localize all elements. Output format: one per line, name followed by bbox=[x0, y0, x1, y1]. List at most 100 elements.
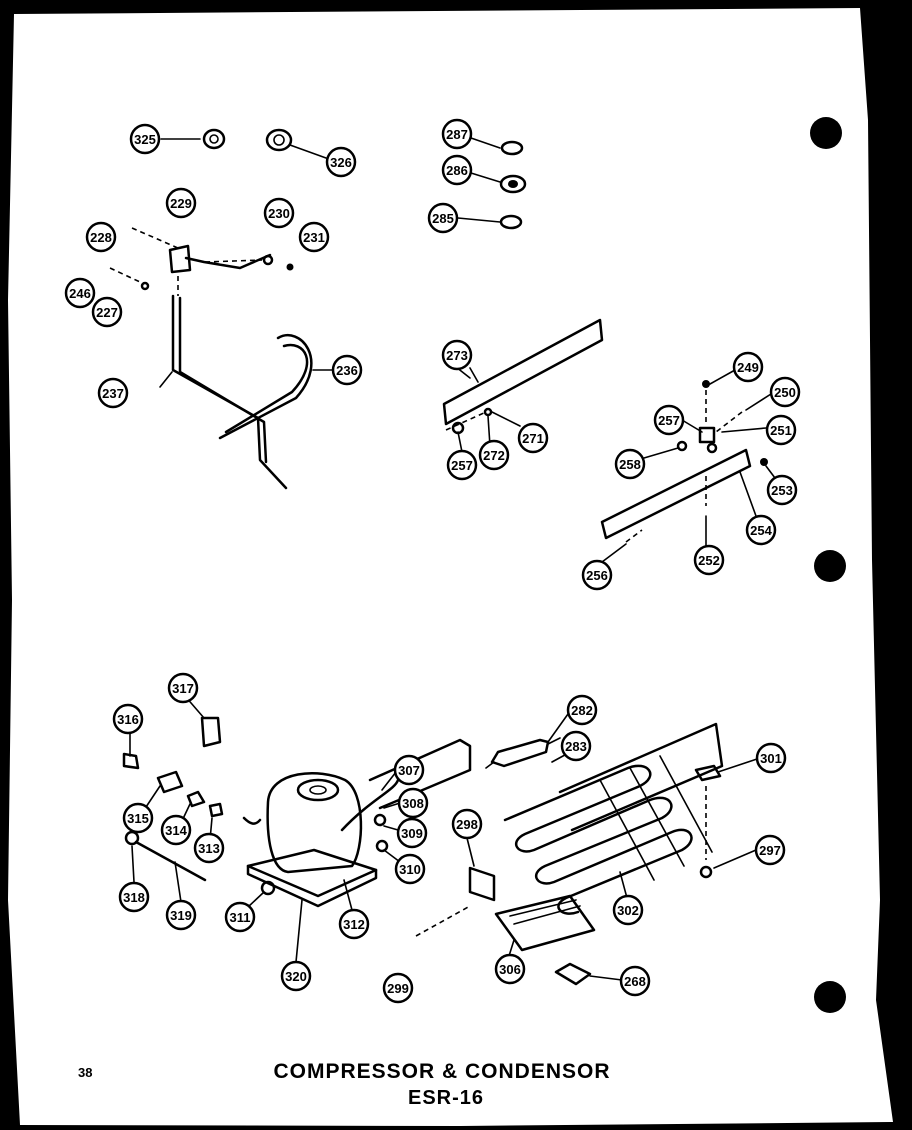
drain-tube-236-drawing bbox=[218, 334, 313, 440]
callout-237: 237 bbox=[97, 377, 129, 409]
callout-271: 271 bbox=[517, 422, 549, 454]
callout-297: 297 bbox=[754, 834, 786, 866]
svg-text:309: 309 bbox=[401, 826, 423, 841]
callout-307: 307 bbox=[393, 754, 425, 786]
svg-text:307: 307 bbox=[398, 763, 420, 778]
compressor-bracket-drawing bbox=[368, 738, 472, 810]
svg-text:320: 320 bbox=[285, 969, 307, 984]
condenser-coil-drawing bbox=[503, 722, 724, 915]
callout-231: 231 bbox=[298, 221, 330, 253]
svg-text:257: 257 bbox=[451, 458, 473, 473]
callout-311: 311 bbox=[224, 901, 256, 933]
svg-text:299: 299 bbox=[387, 981, 409, 996]
binder-hole bbox=[810, 117, 842, 149]
callout-257: 257 bbox=[446, 449, 478, 481]
cap-stack-drawing bbox=[457, 137, 527, 230]
svg-text:250: 250 bbox=[774, 385, 796, 400]
svg-text:297: 297 bbox=[759, 843, 781, 858]
svg-text:246: 246 bbox=[69, 286, 91, 301]
callout-298: 298 bbox=[451, 808, 483, 840]
callout-325: 325 bbox=[129, 123, 161, 155]
callout-253: 253 bbox=[766, 474, 798, 506]
callout-268: 268 bbox=[619, 965, 651, 997]
svg-text:316: 316 bbox=[117, 712, 139, 727]
callout-287: 287 bbox=[441, 118, 473, 150]
callout-319: 319 bbox=[165, 899, 197, 931]
svg-text:231: 231 bbox=[303, 230, 325, 245]
callout-272: 272 bbox=[478, 439, 510, 471]
svg-text:286: 286 bbox=[446, 163, 468, 178]
svg-text:254: 254 bbox=[750, 523, 772, 538]
callout-256: 256 bbox=[581, 559, 613, 591]
compressor-drawing bbox=[242, 771, 400, 908]
svg-text:313: 313 bbox=[198, 841, 220, 856]
callout-318: 318 bbox=[118, 881, 150, 913]
svg-text:298: 298 bbox=[456, 817, 478, 832]
svg-text:236: 236 bbox=[336, 363, 358, 378]
callout-315: 315 bbox=[122, 802, 154, 834]
callout-250: 250 bbox=[769, 376, 801, 408]
callout-layer: 325 326 287 286 285 229 228 230 231 246 … bbox=[64, 118, 801, 1004]
svg-text:325: 325 bbox=[134, 132, 156, 147]
callout-314: 314 bbox=[160, 814, 192, 846]
svg-text:249: 249 bbox=[737, 360, 759, 375]
callout-258: 258 bbox=[614, 448, 646, 480]
page-number: 38 bbox=[78, 1065, 92, 1080]
svg-text:258: 258 bbox=[619, 457, 641, 472]
svg-text:282: 282 bbox=[571, 703, 593, 718]
callout-310: 310 bbox=[394, 853, 426, 885]
svg-text:308: 308 bbox=[402, 796, 424, 811]
callout-230: 230 bbox=[263, 197, 295, 229]
leader-line bbox=[159, 371, 173, 388]
callout-273: 273 bbox=[441, 339, 473, 371]
callout-282: 282 bbox=[566, 694, 598, 726]
svg-text:228: 228 bbox=[90, 230, 112, 245]
svg-text:257: 257 bbox=[658, 413, 680, 428]
callout-283: 283 bbox=[560, 730, 592, 762]
svg-text:271: 271 bbox=[522, 431, 544, 446]
svg-text:318: 318 bbox=[123, 890, 145, 905]
callout-312: 312 bbox=[338, 908, 370, 940]
callout-299: 299 bbox=[382, 972, 414, 1004]
callout-285: 285 bbox=[427, 202, 459, 234]
svg-text:306: 306 bbox=[499, 962, 521, 977]
svg-text:310: 310 bbox=[399, 862, 421, 877]
svg-text:252: 252 bbox=[698, 553, 720, 568]
diagram-title: COMPRESSOR & CONDENSOR bbox=[273, 1060, 610, 1083]
callout-252: 252 bbox=[693, 544, 725, 576]
callout-249: 249 bbox=[732, 351, 764, 383]
svg-text:253: 253 bbox=[771, 483, 793, 498]
svg-text:237: 237 bbox=[102, 386, 124, 401]
svg-text:285: 285 bbox=[432, 211, 454, 226]
svg-text:256: 256 bbox=[586, 568, 608, 583]
callout-302: 302 bbox=[612, 894, 644, 926]
svg-text:272: 272 bbox=[483, 448, 505, 463]
svg-text:287: 287 bbox=[446, 127, 468, 142]
callout-254: 254 bbox=[745, 514, 777, 546]
svg-text:326: 326 bbox=[330, 155, 352, 170]
rail-254-drawing bbox=[600, 380, 768, 543]
svg-text:312: 312 bbox=[343, 917, 365, 932]
binder-hole bbox=[814, 550, 846, 582]
callout-228: 228 bbox=[85, 221, 117, 253]
callout-326: 326 bbox=[325, 146, 357, 178]
rail-273-drawing bbox=[442, 318, 604, 435]
svg-text:319: 319 bbox=[170, 908, 192, 923]
callout-309: 309 bbox=[396, 817, 428, 849]
svg-text:230: 230 bbox=[268, 206, 290, 221]
model-number: ESR-16 bbox=[408, 1087, 484, 1109]
callout-320: 320 bbox=[280, 960, 312, 992]
svg-text:283: 283 bbox=[565, 739, 587, 754]
small-parts-drawing bbox=[122, 716, 722, 986]
callout-251: 251 bbox=[765, 414, 797, 446]
callout-229: 229 bbox=[165, 187, 197, 219]
svg-text:311: 311 bbox=[230, 910, 251, 925]
leader-line bbox=[289, 144, 327, 159]
callout-301: 301 bbox=[755, 742, 787, 774]
svg-text:315: 315 bbox=[127, 811, 149, 826]
callout-236: 236 bbox=[331, 354, 363, 386]
grommet-325-drawing bbox=[202, 128, 226, 150]
callout-257-b: 257 bbox=[653, 404, 685, 436]
svg-text:268: 268 bbox=[624, 974, 646, 989]
